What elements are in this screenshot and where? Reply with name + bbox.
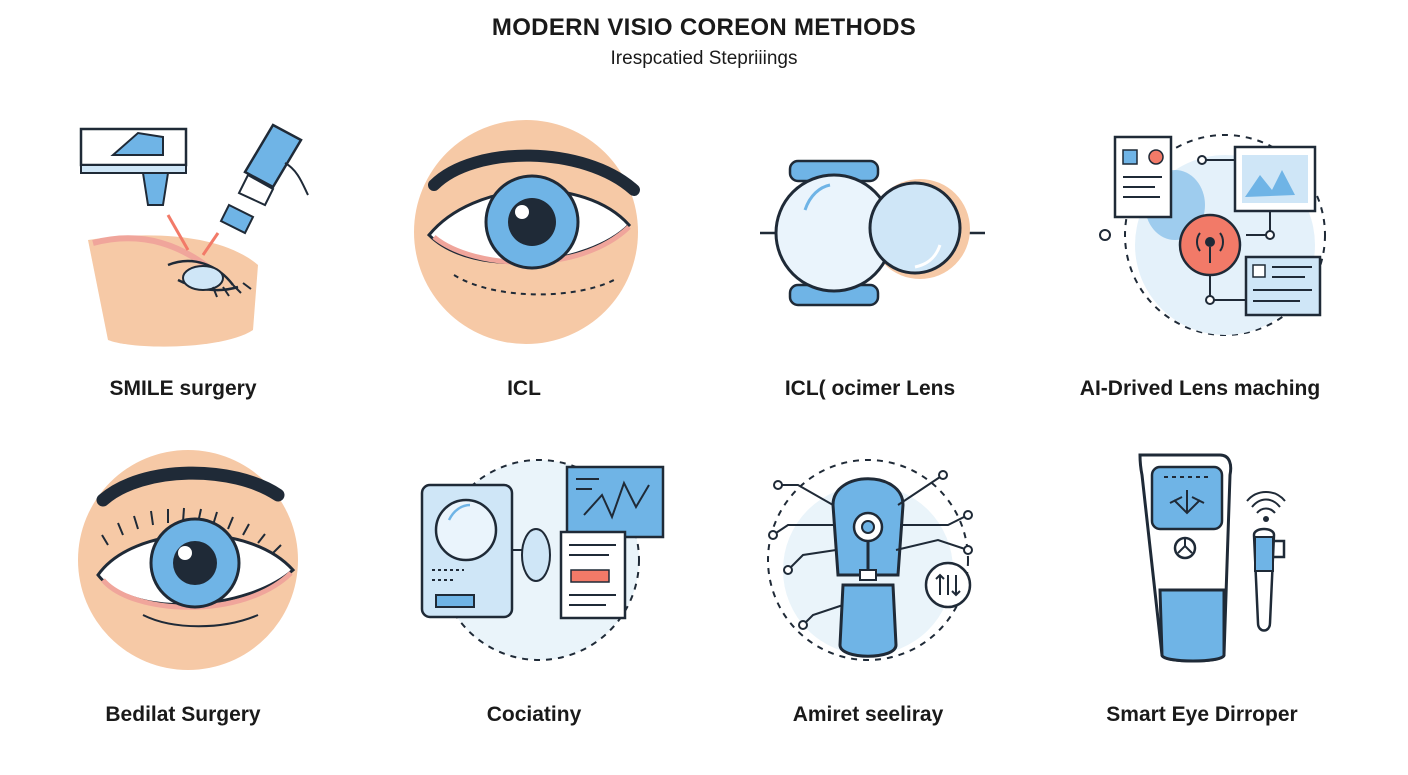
method-label: Bedilat Surgery [105,703,261,726]
method-card-amiret: Amiret seeliray [718,445,1018,775]
ai-network-icon [1099,134,1326,336]
method-card-bedilat: Bedilat Surgery [33,445,333,775]
method-card-smile: SMILE surgery [33,115,333,445]
diagnostic-screen-icon [420,459,665,661]
method-label: Amiret seeliray [792,703,944,726]
page-subtitle: Irespcatied Stepriiings [610,48,798,69]
laser-eye-surgery-icon [79,123,309,347]
circuit-probe-icon [767,459,973,661]
smart-dropper-icon [1138,453,1286,663]
page-title: MODERN VISIO COREON METHODS [491,14,917,41]
method-label: Cociatiny [486,703,582,726]
method-label: SMILE surgery [109,377,257,400]
method-label: AI-Drived Lens maching [1079,377,1321,400]
lens-icon [760,159,985,307]
eye-lashes-icon [78,450,298,670]
method-card-icl-lens: ICL( ocimer Lens [720,115,1020,445]
method-card-icl: ICL [374,115,674,445]
eye-icon [414,120,640,344]
method-label: Smart Eye Dirroper [1106,703,1298,726]
method-card-cociatiny: Cociatiny [384,445,684,775]
header: MODERN VISIO COREON METHODS Irespcatied … [0,14,1408,70]
method-label: ICL [507,377,541,400]
method-card-smart-dropper: Smart Eye Dirroper [1052,445,1352,775]
method-card-ai-lens: AI-Drived Lens maching [1050,115,1350,445]
method-label: ICL( ocimer Lens [784,377,956,400]
